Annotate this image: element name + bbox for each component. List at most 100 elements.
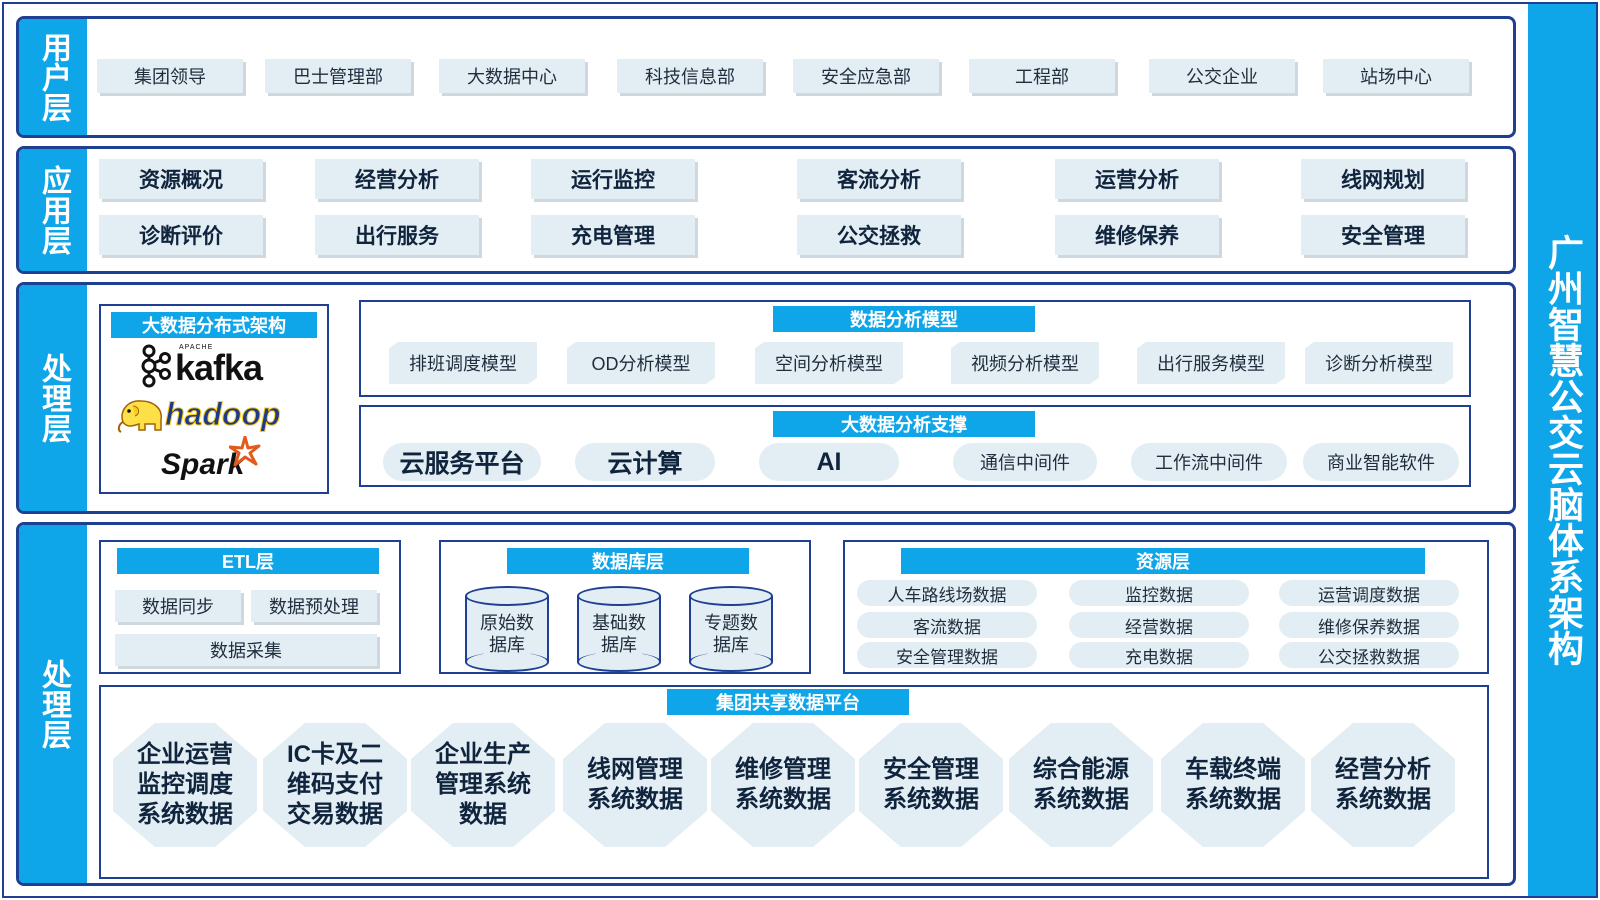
kafka-apache-text: APACHE	[179, 344, 214, 351]
user-layer: 用户层 集团领导巴士管理部大数据中心科技信息部安全应急部工程部公交企业站场中心	[16, 16, 1516, 138]
kafka-icon	[141, 344, 171, 388]
platform-item: 维修管理 系统数据	[711, 723, 855, 847]
resource-panel: 资源层 人车路线场数据 监控数据 运营调度数据客流数据 经营数据 维修保养数据安全管理数…	[843, 540, 1489, 674]
app-item: 公交拯救	[797, 215, 961, 255]
etl-item-sync: 数据同步	[115, 590, 241, 622]
cylinder-bot	[577, 652, 661, 672]
hadoop-logo: hadoop	[115, 394, 315, 438]
bigdata-arch-title: 大数据分布式架构	[111, 312, 317, 338]
cylinder-top	[577, 586, 661, 606]
architecture-title-text: 广州智慧公交云脑体系架构	[1542, 234, 1583, 666]
user-item: 工程部	[969, 59, 1115, 93]
resource-item: 维修保养数据	[1279, 612, 1459, 638]
platform-item: 企业生产 管理系统 数据	[411, 723, 555, 847]
app-item: 充电管理	[531, 215, 695, 255]
etl-title: ETL层	[117, 548, 379, 574]
database-label: 专题数 据库	[704, 613, 758, 655]
model-item: 空间分析模型	[755, 342, 903, 384]
architecture-title: 广州智慧公交云脑体系架构	[1528, 4, 1596, 896]
user-item: 公交企业	[1149, 59, 1295, 93]
support-item: 商业智能软件	[1303, 443, 1459, 481]
cylinder-bot	[465, 652, 549, 672]
kafka-logo: APACHE kafka	[139, 344, 289, 390]
user-item: 科技信息部	[617, 59, 763, 93]
user-layer-label: 用户层	[19, 19, 87, 135]
platform-title: 集团共享数据平台	[667, 689, 909, 715]
resource-item: 运营调度数据	[1279, 580, 1459, 606]
user-item: 集团领导	[97, 59, 243, 93]
app-layer-label: 应用层	[19, 149, 87, 271]
model-item: 视频分析模型	[951, 342, 1099, 384]
cylinder-body	[689, 596, 773, 662]
database-cylinder: 基础数 据库	[577, 586, 661, 672]
app-item: 线网规划	[1301, 159, 1465, 199]
platform-item: IC卡及二 维码支付 交易数据	[263, 723, 407, 847]
cylinder-top	[465, 586, 549, 606]
database-cylinder: 专题数 据库	[689, 586, 773, 672]
model-item: 诊断分析模型	[1305, 342, 1453, 384]
database-label: 基础数 据库	[592, 613, 646, 655]
etl-item-preprocess: 数据预处理	[251, 590, 377, 622]
model-item: OD分析模型	[567, 342, 715, 384]
etl-panel: ETL层 数据同步 数据预处理 数据采集	[99, 540, 401, 674]
support-item: 云服务平台	[383, 443, 541, 481]
database-title: 数据库层	[507, 548, 749, 574]
etl-item-collect: 数据采集	[115, 634, 377, 666]
platform-item: 企业运营 监控调度 系统数据	[113, 723, 257, 847]
support-item: 工作流中间件	[1131, 443, 1287, 481]
analysis-models-title: 数据分析模型	[773, 306, 1035, 332]
app-item: 经营分析	[315, 159, 479, 199]
app-item: 运营分析	[1055, 159, 1219, 199]
resource-title: 资源层	[901, 548, 1425, 574]
platform-item: 综合能源 系统数据	[1009, 723, 1153, 847]
database-label: 原始数 据库	[480, 613, 534, 655]
database-panel: 数据库层 原始数 据库 基础数 据库 专题数 据库	[439, 540, 811, 674]
app-item: 诊断评价	[99, 215, 263, 255]
database-cylinder: 原始数 据库	[465, 586, 549, 672]
kafka-text: kafka	[175, 347, 263, 388]
app-item: 资源概况	[99, 159, 263, 199]
process-layer-label: 处理层	[19, 285, 87, 511]
cylinder-bot	[689, 652, 773, 672]
model-item: 出行服务模型	[1137, 342, 1285, 384]
support-item: 通信中间件	[953, 443, 1097, 481]
bigdata-arch-panel: 大数据分布式架构 APACHE kafka hadoop	[99, 304, 329, 494]
app-item: 安全管理	[1301, 215, 1465, 255]
user-item: 安全应急部	[793, 59, 939, 93]
spark-star-icon	[229, 436, 261, 467]
app-layer: 应用层 资源概况 经营分析 运行监控 客流分析 运营分析 线网规划诊断评价 出行服务 充电管理…	[16, 146, 1516, 274]
data-layer: 处理层 ETL层 数据同步 数据预处理 数据采集 数据库层 原始数 据库 基础数 …	[16, 522, 1516, 886]
hadoop-elephant-icon	[117, 400, 162, 433]
data-layer-label: 处理层	[19, 525, 87, 883]
user-item: 站场中心	[1323, 59, 1469, 93]
app-item: 出行服务	[315, 215, 479, 255]
app-item: 维修保养	[1055, 215, 1219, 255]
resource-item: 安全管理数据	[857, 642, 1037, 668]
app-item: 客流分析	[797, 159, 961, 199]
platform-item: 经营分析 系统数据	[1311, 723, 1455, 847]
resource-item: 客流数据	[857, 612, 1037, 638]
resource-item: 人车路线场数据	[857, 580, 1037, 606]
spark-logo: Spark	[161, 436, 281, 486]
resource-item: 公交拯救数据	[1279, 642, 1459, 668]
resource-item: 监控数据	[1069, 580, 1249, 606]
cylinder-top	[689, 586, 773, 606]
platform-item: 车载终端 系统数据	[1161, 723, 1305, 847]
platform-item: 线网管理 系统数据	[563, 723, 707, 847]
support-title: 大数据分析支撑	[773, 411, 1035, 437]
user-item: 大数据中心	[439, 59, 585, 93]
support-item: AI	[759, 443, 899, 481]
app-item: 运行监控	[531, 159, 695, 199]
spark-text: Spark	[161, 448, 245, 481]
cylinder-body	[465, 596, 549, 662]
platform-item: 安全管理 系统数据	[859, 723, 1003, 847]
resource-item: 充电数据	[1069, 642, 1249, 668]
hadoop-text: hadoop	[165, 396, 282, 433]
resource-item: 经营数据	[1069, 612, 1249, 638]
user-item: 巴士管理部	[265, 59, 411, 93]
process-layer: 处理层 大数据分布式架构 APACHE kafka	[16, 282, 1516, 514]
